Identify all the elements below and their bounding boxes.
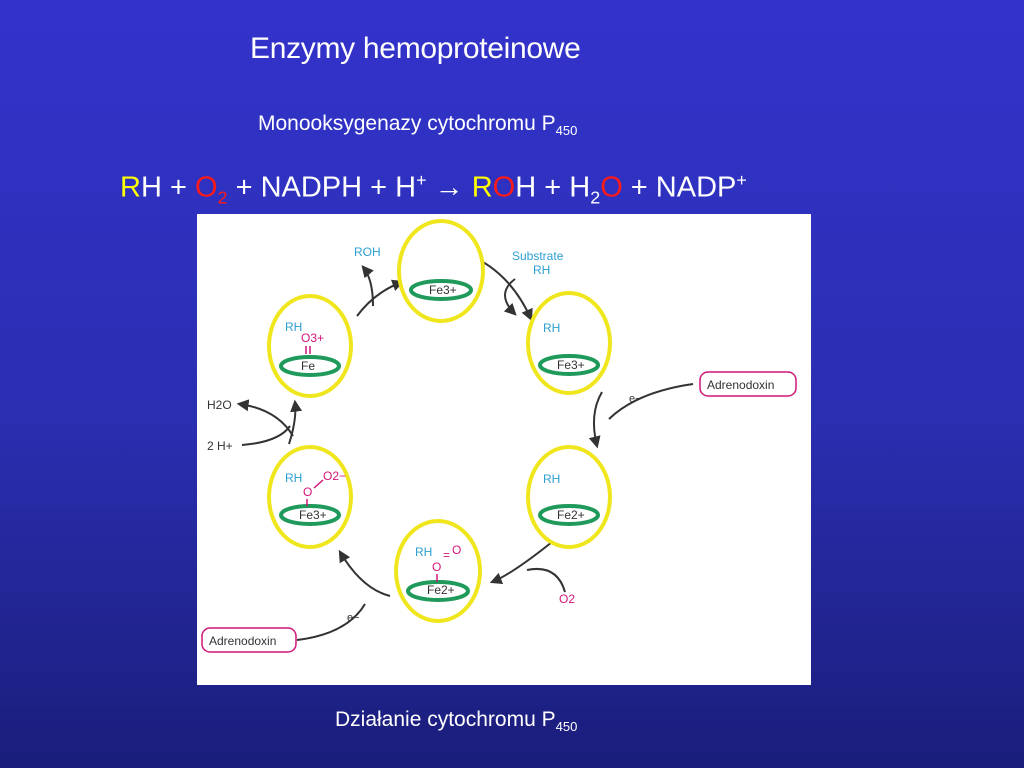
water-out-label: H2O bbox=[207, 398, 232, 412]
heme-ring-bottom bbox=[406, 580, 470, 602]
substrate-label: Substrate bbox=[512, 249, 564, 263]
lower-right-fe-label: Fe2+ bbox=[557, 508, 585, 522]
eq-o2: O bbox=[194, 171, 218, 204]
arrow-substrate-in bbox=[503, 278, 517, 316]
electron-left-label: e− bbox=[347, 612, 360, 624]
arrow-lowerright-to-bottom bbox=[489, 541, 553, 585]
lower-left-oo-bond bbox=[313, 479, 324, 489]
slide-title: Enzymy hemoproteinowe bbox=[250, 32, 581, 65]
eq-h2: H bbox=[515, 171, 537, 204]
adrenodoxin-box-right bbox=[699, 371, 797, 397]
eq-o-roh: O bbox=[492, 171, 516, 204]
reaction-equation: RH + O2 + NADPH + H+ → ROH + H2O + NADP+ bbox=[120, 170, 747, 208]
bottom-double-bond: = bbox=[443, 548, 450, 562]
subtitle-subscript: 450 bbox=[555, 123, 578, 139]
subtitle-text: Monooksygenazy cytochromu P bbox=[258, 112, 556, 135]
heme-ring-upper-left bbox=[279, 355, 341, 377]
electron-right-label: e− bbox=[629, 393, 642, 405]
adrenodoxin-box-left bbox=[201, 627, 297, 653]
top-fe-label: Fe3+ bbox=[429, 283, 457, 297]
arrow-lowerleft-to-upperleft bbox=[288, 399, 303, 445]
bottom-fe-label: Fe2+ bbox=[427, 583, 455, 597]
roh-product-label: ROH bbox=[354, 245, 381, 259]
two-hplus-label: 2 H+ bbox=[207, 439, 233, 453]
lower-right-rh-label: RH bbox=[543, 472, 560, 486]
bottom-o2-label: O bbox=[452, 543, 461, 557]
eq-arrow: → bbox=[426, 171, 472, 204]
eq-h1: H bbox=[140, 171, 162, 204]
arrow-roh-out bbox=[361, 265, 374, 307]
upper-left-rh-label: RH bbox=[285, 320, 302, 334]
state-circle-lower-right bbox=[526, 445, 612, 549]
slide-subtitle: Monooksygenazy cytochromu P450 bbox=[258, 112, 577, 138]
upper-left-o3plus-label: O3+ bbox=[301, 331, 324, 345]
eq-o-h2o: O bbox=[600, 171, 623, 204]
adrenodoxin-right-label: Adrenodoxin bbox=[707, 378, 774, 392]
upper-left-fe-label: Fe bbox=[301, 359, 315, 373]
arrow-water-out bbox=[236, 399, 294, 437]
eq-plus3: + H bbox=[536, 171, 591, 204]
arrow-electron-right bbox=[608, 383, 694, 420]
eq-hplus: + bbox=[416, 170, 427, 190]
lower-left-o-label: O bbox=[303, 485, 312, 499]
state-circle-right bbox=[526, 291, 612, 395]
lower-left-fe-label: Fe3+ bbox=[299, 508, 327, 522]
eq-o2-sub: 2 bbox=[217, 187, 228, 208]
o2-in-label: O2 bbox=[559, 592, 575, 606]
lower-left-o2minus-label: O2− bbox=[323, 469, 346, 483]
eq-plus2: + NADPH + H bbox=[227, 171, 417, 204]
state-circle-top bbox=[397, 219, 485, 323]
eq-h2o-sub: 2 bbox=[590, 187, 601, 208]
heme-ring-top bbox=[409, 279, 473, 301]
eq-r2: R bbox=[471, 171, 493, 204]
adrenodoxin-left-label: Adrenodoxin bbox=[209, 634, 276, 648]
heme-ring-lower-left bbox=[279, 504, 341, 526]
arrow-hplus-in bbox=[241, 425, 291, 446]
cycle-diagram-panel: Fe3+ RH Fe3+ RH Fe2+ RH O = O Fe2+ RH O2… bbox=[197, 214, 811, 685]
caption-subscript: 450 bbox=[555, 719, 578, 735]
bottom-o1-label: O bbox=[432, 560, 441, 574]
bottom-rh-label: RH bbox=[415, 545, 432, 559]
heme-ring-lower-right bbox=[538, 504, 600, 526]
eq-plus4: + NADP bbox=[622, 171, 737, 204]
right-fe-label: Fe3+ bbox=[557, 358, 585, 372]
arrow-right-to-lowerright bbox=[588, 391, 603, 449]
right-rh-label: RH bbox=[543, 321, 560, 335]
eq-plus1: + bbox=[161, 171, 195, 204]
caption-text: Działanie cytochromu P bbox=[335, 708, 556, 731]
substrate-rh-label: RH bbox=[533, 263, 550, 277]
arrow-bottom-to-lowerleft bbox=[338, 549, 391, 597]
arrow-electron-left bbox=[296, 603, 366, 641]
heme-ring-right bbox=[538, 354, 600, 376]
eq-r1: R bbox=[120, 171, 141, 204]
diagram-caption: Działanie cytochromu P450 bbox=[335, 708, 577, 734]
eq-nadp-sup: + bbox=[736, 170, 747, 190]
arrow-o2-in bbox=[526, 568, 566, 593]
lower-left-rh-label: RH bbox=[285, 471, 302, 485]
p450-cycle-diagram: Fe3+ RH Fe3+ RH Fe2+ RH O = O Fe2+ RH O2… bbox=[201, 219, 797, 653]
arrow-upperleft-to-top bbox=[356, 279, 405, 317]
